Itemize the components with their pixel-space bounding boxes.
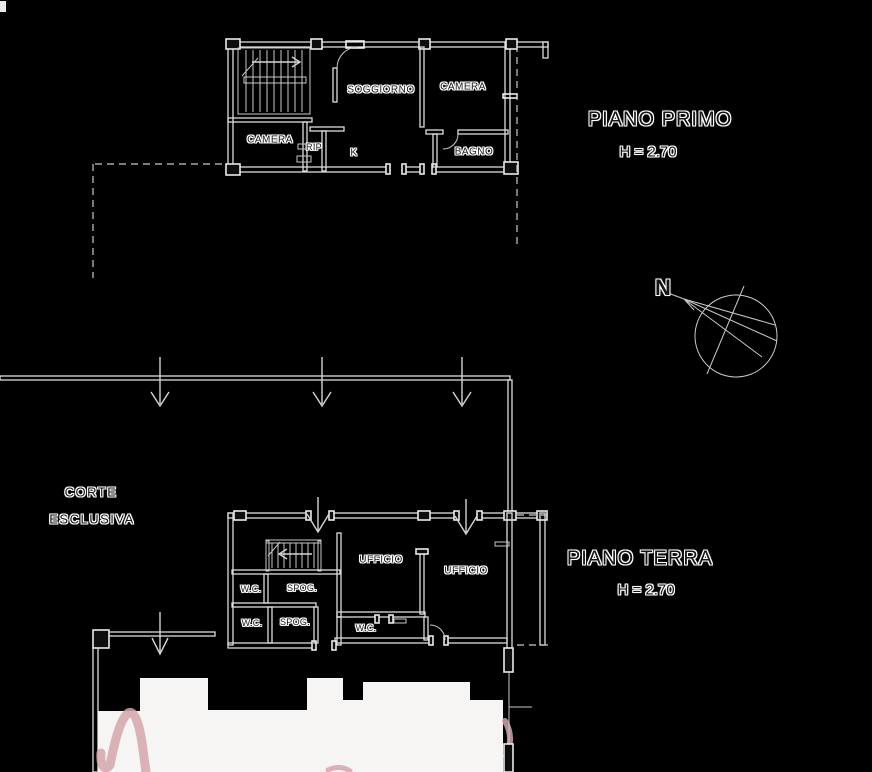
room-label-wc-row1: W.C.: [240, 584, 262, 594]
entrance-arrow-icon: [306, 497, 330, 534]
staircase-ground-floor: [265, 539, 322, 572]
room-label-wc-bottom: W.C.: [355, 623, 377, 633]
room-label-camera-left: CAMERA: [247, 134, 293, 146]
first-floor-height: H = 2.70: [619, 143, 677, 161]
room-label-spog-row2: SPOG.: [279, 617, 311, 627]
room-label-camera-right: CAMERA: [440, 81, 486, 93]
overhang-dashed-boundary: [92, 45, 518, 278]
lower-sheet: [96, 647, 532, 772]
staircase-first-floor: [237, 47, 311, 115]
ground-floor-height: H = 2.70: [617, 581, 675, 599]
courtyard-label-line2: ESCLUSIVA: [49, 511, 135, 527]
ground-floor-plan: [227, 497, 548, 651]
room-label-kitchen: K: [350, 147, 358, 159]
room-label-soggiorno: SOGGIORNO: [347, 84, 415, 96]
room-label-ufficio-center: UFFICIO: [359, 554, 403, 566]
entrance-arrow-icon: [454, 499, 478, 536]
room-label-spog-row1: SPOG.: [286, 583, 318, 593]
courtyard-boundary: [0, 357, 513, 772]
north-compass-icon: [667, 285, 778, 378]
room-label-bagno: BAGNO: [454, 146, 494, 158]
property-line: [503, 647, 532, 772]
first-floor-plan: [225, 38, 549, 176]
first-floor-title: PIANO PRIMO: [587, 108, 733, 131]
room-label-rip: RIP: [306, 142, 322, 152]
ground-floor-title: PIANO TERRA: [566, 547, 714, 570]
room-label-wc-row2: W.C.: [241, 618, 263, 628]
north-label: N: [655, 275, 671, 300]
room-label-ufficio-right: UFFICIO: [444, 565, 488, 577]
edge-artifact: [0, 1, 6, 12]
courtyard-label-line1: CORTE: [64, 484, 118, 500]
